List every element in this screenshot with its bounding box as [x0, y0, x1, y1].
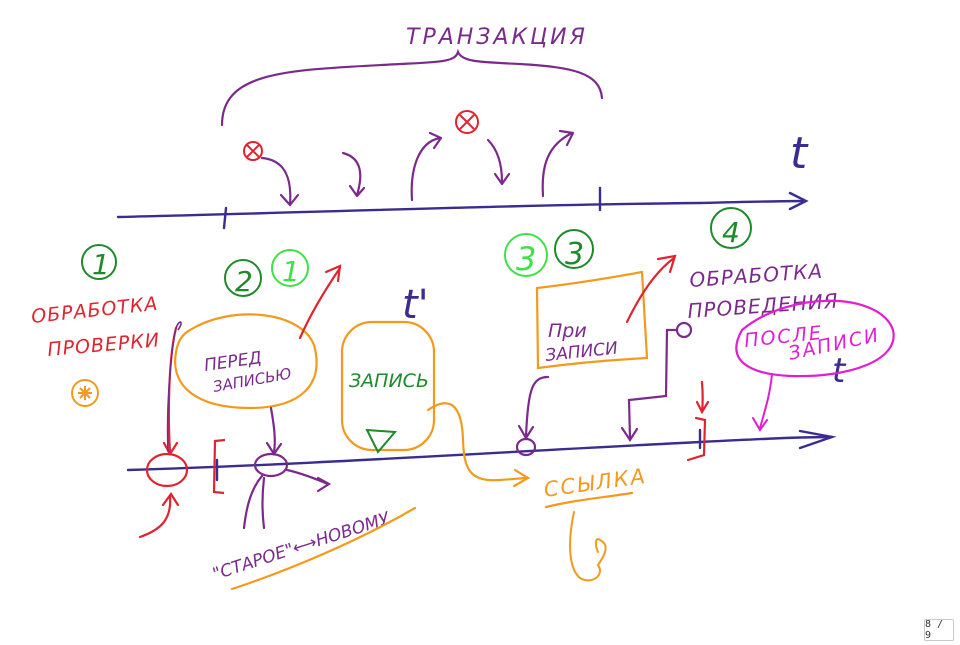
transaction-brace — [220, 48, 604, 127]
orange-star-icon — [71, 379, 99, 407]
circle-3-light-green: 3 — [504, 233, 548, 278]
page-counter: 8 / 9 — [924, 619, 954, 641]
t-prime-label: t' — [402, 282, 429, 328]
check-processing-line2: ПРОВЕРКИ — [47, 329, 161, 361]
on-write-red-arrow — [625, 254, 677, 324]
circle-2-green: 2 — [224, 259, 262, 298]
circle-4-green: 4 — [710, 207, 752, 249]
svg-text:2: 2 — [235, 265, 253, 298]
before-write-blob — [174, 313, 318, 410]
timeline-bottom — [126, 428, 837, 482]
link-underline — [544, 491, 634, 509]
posting-processing-line1: ОБРАБОТКА — [689, 259, 824, 292]
transaction-label: ТРАНЗАКЦИЯ — [406, 25, 588, 50]
circle-3-green: 3 — [554, 229, 594, 272]
before-write-red-arrow — [298, 264, 342, 340]
on-write-line2: ЗАПИСИ — [544, 338, 619, 366]
write-green-triangle — [365, 428, 398, 454]
write-block — [340, 320, 436, 452]
circle-1-light-green: 1 — [271, 249, 309, 288]
write-to-link-arrow — [426, 402, 531, 488]
check-processing-line1: ОБРАБОТКА — [30, 293, 159, 328]
svg-text:4: 4 — [722, 216, 740, 249]
purple-node — [242, 406, 332, 530]
svg-text:1: 1 — [282, 255, 300, 288]
old-new-underline — [230, 506, 417, 591]
link-squiggle — [569, 511, 607, 582]
posting-to-line-arrow — [620, 321, 693, 443]
svg-text:3: 3 — [516, 240, 536, 278]
red-x-marker-1 — [243, 141, 263, 161]
after-write-blob — [735, 299, 895, 378]
red-node — [138, 452, 189, 539]
svg-text:1: 1 — [92, 248, 110, 281]
purple-loop — [166, 321, 182, 453]
link-label: ССЫЛКА — [542, 464, 648, 502]
circle-1-green: 1 — [81, 244, 117, 281]
old-to-new-label: "СТАРОЕ"⟷НОВОМУ — [210, 508, 393, 585]
on-write-to-node — [515, 375, 550, 457]
red-end-bracket — [686, 380, 710, 462]
event-arrows-top — [260, 129, 575, 207]
on-write-line1: При — [548, 320, 587, 342]
t-label-top: t — [790, 128, 809, 179]
write-label: ЗАПИСЬ — [349, 370, 429, 392]
timeline-top — [116, 186, 809, 230]
after-write-arrow — [752, 373, 773, 432]
on-write-block — [535, 270, 649, 370]
red-bracket — [212, 438, 226, 495]
red-x-marker-2 — [455, 110, 479, 134]
posting-processing-line2: ПРОВЕДЕНИЯ — [687, 288, 840, 322]
t-label-bottom: t — [832, 351, 847, 391]
svg-text:3: 3 — [565, 237, 584, 272]
check-to-node-arrow — [162, 326, 179, 457]
